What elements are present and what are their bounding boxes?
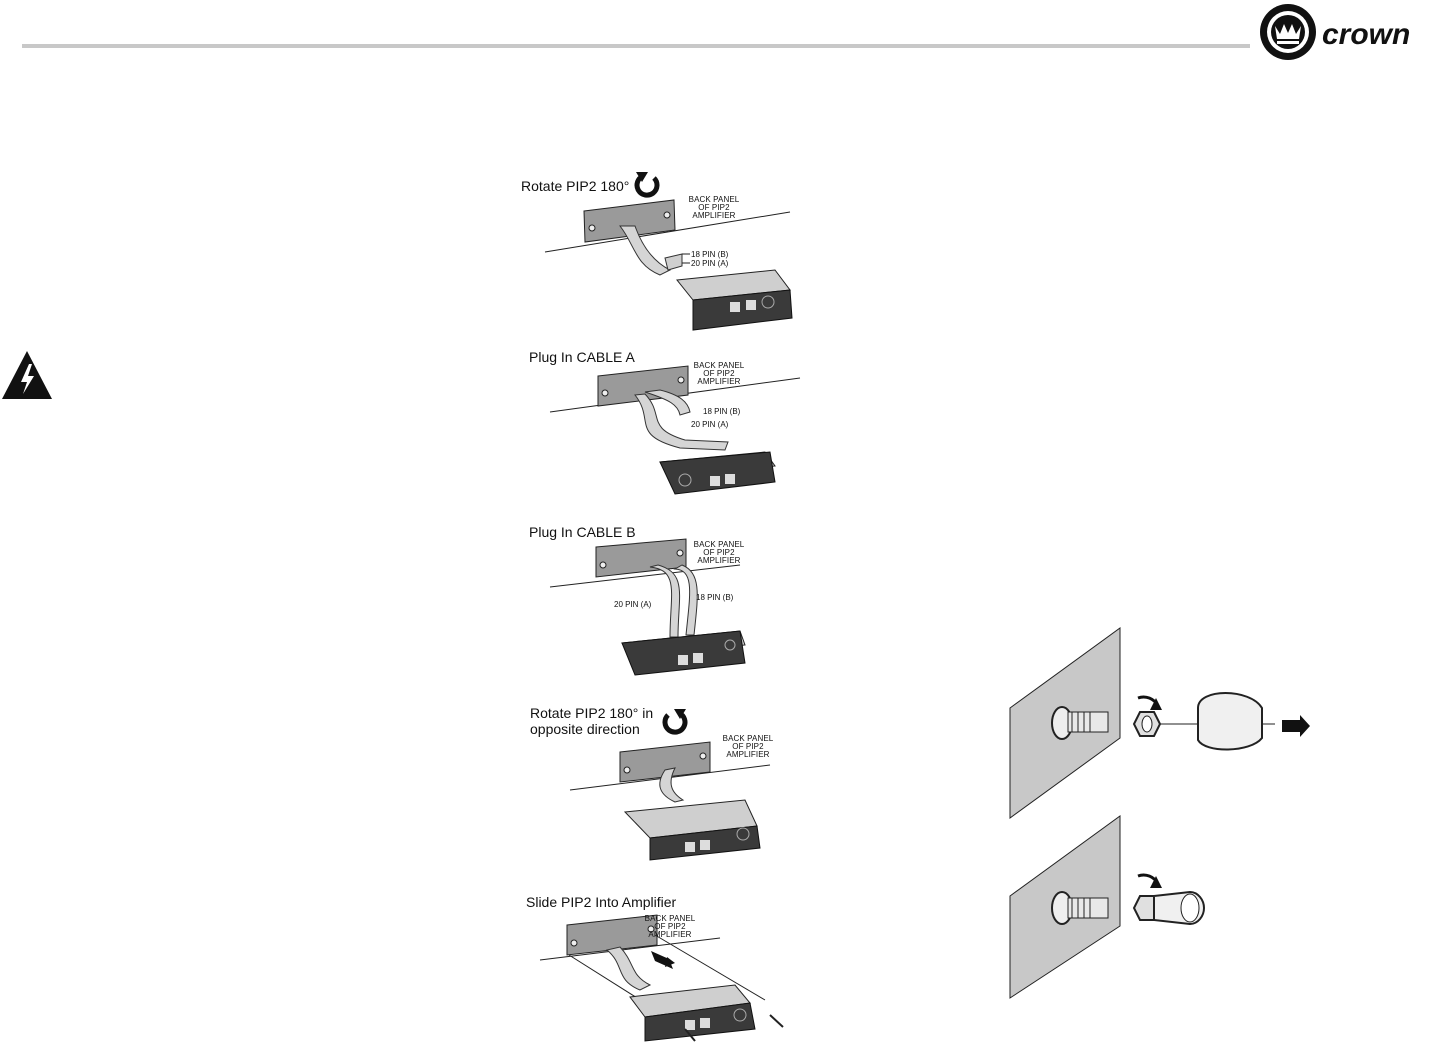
step-4-diagram [569, 741, 771, 861]
step-5-diagram [539, 914, 784, 1042]
nut-install-diagram [1009, 815, 1206, 999]
step-2-pin-b: 18 PIN (B) [703, 407, 741, 416]
crown-logo: crown [1258, 2, 1440, 62]
step-3-diagram [549, 538, 746, 676]
knob-removal-diagram [1009, 627, 1310, 819]
step-1-diagram [544, 199, 793, 331]
step-1-title: Rotate PIP2 180° [521, 178, 630, 194]
rotate-counterclockwise-icon [662, 709, 688, 735]
rotate-clockwise-icon [634, 172, 660, 198]
step-2-pin-a: 20 PIN (A) [691, 420, 729, 429]
header-rule [22, 44, 1250, 48]
step-3-pin-a: 20 PIN (A) [614, 600, 652, 609]
svg-text:crown: crown [1322, 18, 1410, 51]
step-3-pin-b: 18 PIN (B) [696, 593, 734, 602]
step-2-title: Plug In CABLE A [529, 349, 635, 365]
step-5-title: Slide PIP2 Into Amplifier [526, 894, 677, 910]
step-2-diagram [549, 365, 801, 495]
electrical-warning-icon [1, 350, 53, 400]
step-1-pin-a: 20 PIN (A) [691, 259, 729, 268]
step-1-pin-b: 18 PIN (B) [691, 250, 729, 259]
step-4-title: Rotate PIP2 180° in opposite direction [530, 705, 654, 737]
step-3-title: Plug In CABLE B [529, 524, 636, 540]
